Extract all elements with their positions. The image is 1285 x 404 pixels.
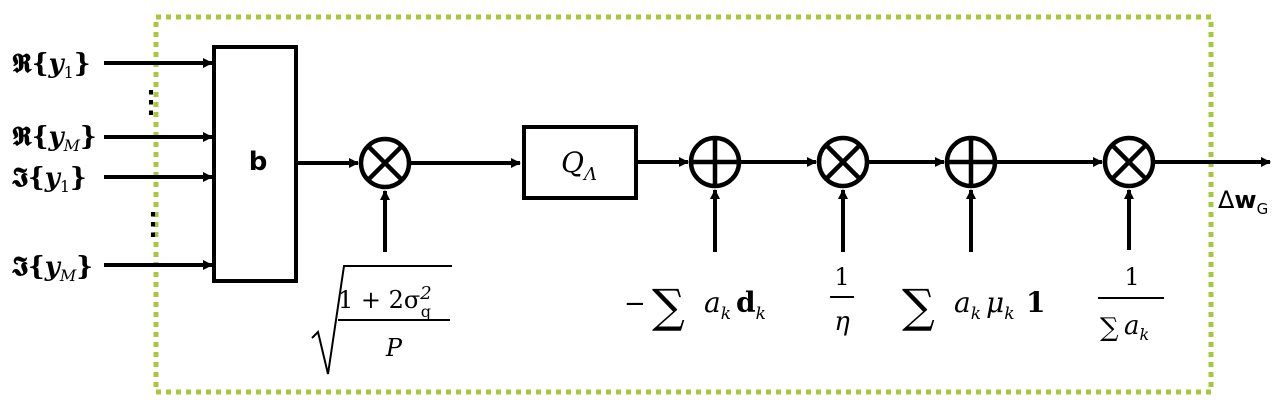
svg-text:η: η <box>834 307 850 337</box>
svg-text:μk: μk <box>986 286 1015 324</box>
svg-text:𝕽{y1}: 𝕽{y1} <box>12 49 91 82</box>
multiplier-node-3 <box>1102 135 1156 189</box>
multiplier-node-2 <box>816 135 870 189</box>
svg-text:ak: ak <box>954 286 981 324</box>
svg-text:−: − <box>624 289 646 319</box>
svg-text:dk: dk <box>736 286 766 324</box>
svg-text:1: 1 <box>1124 263 1139 291</box>
svg-text:ak: ak <box>704 286 731 324</box>
input-label-re-ym: 𝕽{yM} <box>12 122 97 155</box>
system-boundary <box>153 14 1214 395</box>
adder-node-2 <box>944 135 998 189</box>
svg-text:ΔwG: ΔwG <box>1218 186 1268 218</box>
input-label-im-y1: 𝕴{y1} <box>12 163 87 196</box>
svg-text:ak: ak <box>1124 311 1149 344</box>
b-block <box>212 45 298 283</box>
ellipsis-lower: ⋮ <box>138 207 168 242</box>
svg-text:1: 1 <box>1026 286 1045 319</box>
svg-text:1: 1 <box>834 263 849 291</box>
ellipsis-upper: ⋮ <box>136 85 166 120</box>
sum-mu-label: ∑ ak μk 1 <box>902 279 1045 333</box>
svg-text:∑: ∑ <box>902 279 935 333</box>
quantizer-label: QΛ <box>561 146 597 185</box>
normalizer-label: 1 ∑ ak <box>1098 263 1164 344</box>
svg-text:P: P <box>385 334 403 362</box>
svg-text:∑: ∑ <box>1100 313 1119 343</box>
inverse-eta-label: 1 η <box>830 263 854 337</box>
svg-text:𝕴{yM}: 𝕴{yM} <box>12 252 93 285</box>
input-label-re-y1: 𝕽{y1} <box>12 49 91 82</box>
svg-text:𝕽{yM}: 𝕽{yM} <box>12 122 97 155</box>
output-label: ΔwG <box>1218 186 1268 218</box>
input-label-im-ym: 𝕴{yM} <box>12 252 93 285</box>
sum-d-label: − ∑ ak dk <box>624 279 766 333</box>
svg-text:𝕴{y1}: 𝕴{y1} <box>12 163 87 196</box>
b-block-label: b <box>249 147 268 177</box>
svg-text:∑: ∑ <box>652 279 685 333</box>
multiplier-node-1 <box>358 136 412 190</box>
adder-node-1 <box>688 135 742 189</box>
